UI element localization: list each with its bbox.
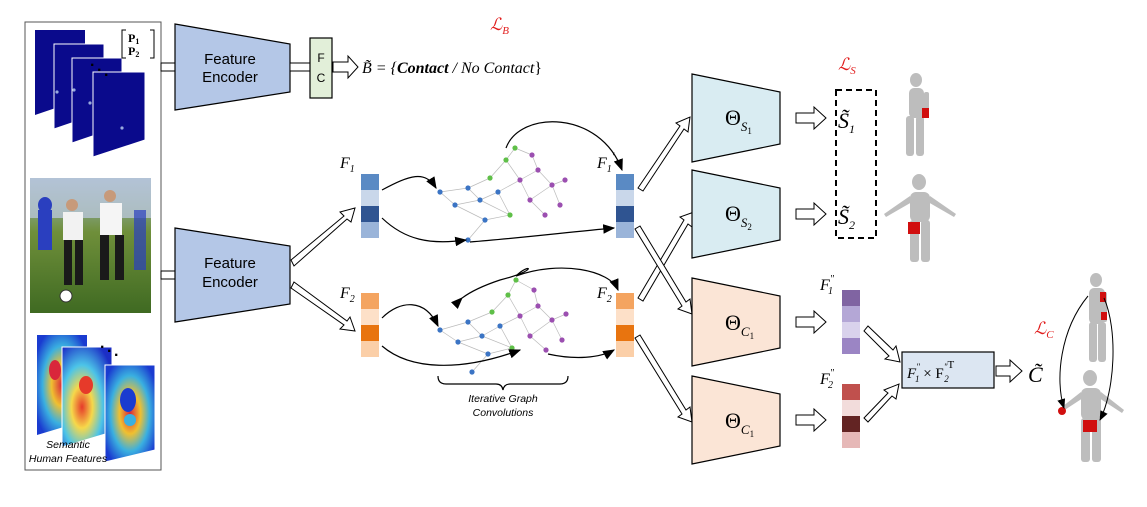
graph-flow-arrows — [381, 121, 623, 366]
loss-s: ℒS — [838, 55, 856, 77]
f2-prime-label: F2′ — [596, 279, 615, 305]
theta-c1-head — [691, 277, 781, 367]
theta-s2-head — [691, 169, 781, 259]
f1-label: F1 — [339, 155, 355, 175]
f2-label: F2 — [339, 285, 355, 305]
theta-c1-label: ΘC1 — [725, 310, 754, 341]
panel-to-encoder-connectors — [160, 62, 176, 280]
keypoint-heatmap-stack: . . . — [35, 30, 146, 158]
top-encoder-to-fc-connector — [289, 62, 311, 72]
top-encoder-label-1: Feature — [204, 51, 256, 68]
product-input-arrows — [863, 325, 901, 423]
graph-caption-line1: Iterative Graph — [468, 393, 538, 405]
svg-text:.: . — [104, 63, 108, 80]
fc-label-1: F — [317, 51, 324, 65]
semantic-caption-line2: Human Features — [29, 453, 108, 465]
segmentation-output-box — [835, 89, 877, 239]
theta-c2-label: ΘC1 — [725, 408, 754, 439]
graph-network-2 — [439, 279, 567, 373]
fanout-arrows — [634, 116, 695, 423]
bottom-feature-encoder — [174, 227, 291, 323]
semantic-caption-line1: Semantic — [46, 439, 91, 451]
graph-network-1 — [439, 147, 566, 241]
encoder-to-f2-arrow — [290, 281, 356, 332]
bottom-encoder-label-2: Encoder — [202, 274, 258, 291]
body-mesh-s1 — [906, 73, 929, 156]
binary-contact-output: B̃ = {Contact / No Contact} — [362, 59, 542, 77]
f1-double-prime-label: F"1 — [819, 274, 835, 297]
body-mesh-s2 — [884, 174, 956, 262]
theta-s1-head — [691, 73, 781, 163]
keypoint-vector: P1 P2 — [121, 29, 155, 59]
loss-b: ℒB — [490, 15, 509, 37]
top-encoder-label-2: Encoder — [202, 69, 258, 86]
f1-prime-feature-vector — [616, 174, 634, 238]
svg-text:.: . — [114, 343, 118, 360]
s2-output: S̃2 — [838, 204, 855, 232]
keypoint-p1: P — [128, 31, 135, 45]
top-feature-encoder — [174, 23, 291, 111]
contact-loop-arrows — [1057, 295, 1114, 421]
fc-output-arrow — [332, 54, 359, 80]
f2-double-prime-label: F"2 — [819, 368, 835, 391]
graph-network-1-nodes — [437, 145, 568, 243]
f1-feature-vector — [361, 174, 379, 238]
loss-c: ℒC — [1034, 319, 1054, 341]
svg-text:P2: P2 — [128, 44, 139, 59]
body-mesh-contact-bottom — [1058, 370, 1124, 462]
svg-text:.: . — [107, 339, 111, 356]
theta-s1-label: ΘS1 — [725, 105, 752, 136]
semantic-heatmap-stack: . . . — [37, 335, 156, 463]
f1-double-prime-vector — [842, 290, 860, 354]
theta-c2-head — [691, 375, 781, 465]
f2-double-prime-vector — [842, 384, 860, 448]
graph-conv-brace — [437, 375, 569, 391]
graph-network-2-nodes — [437, 277, 569, 375]
input-photo — [30, 178, 151, 313]
theta-s2-label: ΘS2 — [725, 201, 752, 232]
encoder-to-f1-arrow — [290, 207, 356, 267]
f2-feature-vector — [361, 293, 379, 357]
product-output-arrow — [995, 358, 1023, 384]
c-output: C̃ — [1028, 362, 1043, 387]
fc-layer — [309, 37, 333, 99]
s1-output: S̃1 — [838, 108, 855, 136]
svg-text:P1: P1 — [128, 31, 139, 46]
fc-label-2: C — [317, 71, 326, 85]
svg-text:.: . — [90, 53, 94, 70]
svg-text:.: . — [97, 58, 101, 75]
f1-prime-label: F1′ — [596, 149, 615, 175]
body-mesh-contact-top — [1089, 273, 1107, 362]
outer-product-box — [901, 351, 995, 389]
head-output-arrows — [795, 105, 827, 433]
f2-prime-feature-vector — [616, 293, 634, 357]
keypoint-p2: P — [128, 44, 135, 58]
svg-text:.: . — [100, 335, 104, 352]
bottom-encoder-label-1: Feature — [204, 255, 256, 272]
graph-caption-line2: Convolutions — [473, 407, 534, 419]
